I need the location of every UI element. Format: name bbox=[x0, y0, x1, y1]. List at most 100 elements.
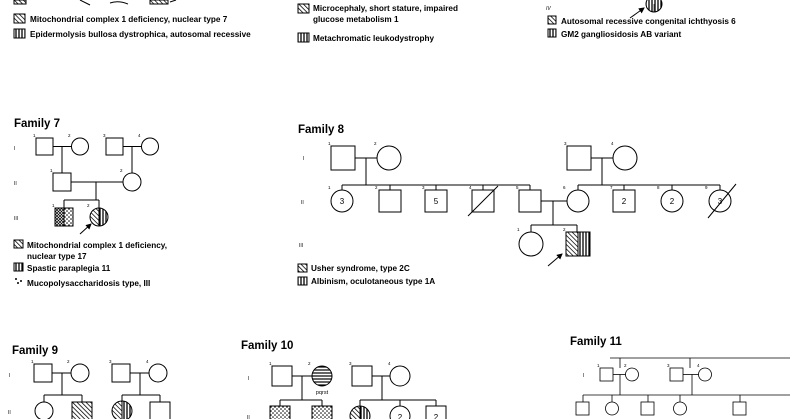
f9-gen-I: I bbox=[9, 373, 10, 379]
f8-proband-arrow bbox=[547, 253, 563, 267]
legend-swatch-vert bbox=[13, 28, 26, 39]
top-right-legend-2: GM2 gangliosidosis AB variant bbox=[561, 30, 682, 39]
top-middle-legend-2: glucose metabolism 1 bbox=[313, 15, 399, 24]
f11-I-2-female bbox=[625, 367, 639, 382]
f11-gen-I: I bbox=[583, 373, 584, 379]
f7-legend-3: Mucopolysaccharidosis type, III bbox=[27, 279, 150, 288]
f7-gen-I: I bbox=[14, 146, 15, 152]
f8-legend-2: Albinism, oculotaneous type 1A bbox=[311, 277, 435, 286]
f7-I-2-female bbox=[71, 137, 89, 156]
f9-I-3-male bbox=[111, 363, 131, 383]
f8-id: 7 bbox=[610, 185, 613, 190]
f11-id: 1 bbox=[597, 363, 600, 368]
f8-II-6-female bbox=[566, 189, 590, 213]
f8-id: 3 bbox=[422, 185, 425, 190]
f7-I-4-female bbox=[141, 137, 159, 156]
f8-II-9-female-deceased bbox=[708, 189, 732, 213]
f8-count: 2 bbox=[622, 197, 627, 206]
f10-individual-label: pqrst bbox=[316, 390, 329, 396]
f8-II-5-male bbox=[518, 189, 542, 213]
f7-gen-III: III bbox=[14, 216, 18, 222]
f8-id: 1 bbox=[328, 141, 331, 146]
f7-id: 2 bbox=[120, 168, 123, 173]
f9-id: 2 bbox=[67, 359, 70, 364]
top-left-legend-2: Epidermolysis bullosa dystrophica, autos… bbox=[30, 30, 251, 39]
f10-II-1-male-affected bbox=[269, 405, 291, 419]
top-left-legend-1: Mitochondrial complex 1 deficiency, nucl… bbox=[30, 15, 228, 24]
f8-count: 5 bbox=[434, 197, 439, 206]
f11-I-4-female bbox=[698, 367, 712, 382]
f8-count: 2 bbox=[670, 197, 675, 206]
f7-I-1-male bbox=[35, 137, 54, 156]
f11-id: 2 bbox=[624, 363, 627, 368]
f8-id: 9 bbox=[705, 185, 708, 190]
f8-I-3-male bbox=[566, 145, 592, 171]
f10-id: 3 bbox=[349, 361, 352, 366]
family-7-pedigree bbox=[13, 137, 159, 284]
family-9-title: Family 9 bbox=[12, 345, 58, 357]
f8-id: 1 bbox=[328, 185, 331, 190]
f8-count: 3 bbox=[340, 197, 345, 206]
f10-gen-II: II bbox=[247, 415, 250, 419]
family-11-title: Family 11 bbox=[570, 336, 622, 348]
f7-II-1-male bbox=[52, 172, 72, 192]
f9-I-1-male bbox=[33, 363, 53, 383]
f10-I-2-female-affected bbox=[311, 365, 333, 387]
family-11-pedigree bbox=[575, 357, 790, 416]
top-right-legend-1: Autosomal recessive congenital ichthyosi… bbox=[561, 17, 736, 26]
f11-I-3-male bbox=[669, 367, 684, 382]
f9-I-2-female bbox=[70, 363, 90, 383]
f10-id: 2 bbox=[308, 361, 311, 366]
f8-I-2-female bbox=[376, 145, 402, 171]
f7-proband-arrow bbox=[79, 223, 92, 235]
f10-I-3-male bbox=[351, 365, 373, 387]
top-right-fragment bbox=[547, 0, 663, 38]
f7-id: 1 bbox=[33, 133, 36, 138]
f8-id: 6 bbox=[563, 185, 566, 190]
top-middle-fragment bbox=[297, 3, 310, 43]
f8-id: 4 bbox=[469, 185, 472, 190]
legend-swatch-vert bbox=[297, 32, 310, 43]
f8-I-4-female bbox=[612, 145, 638, 171]
top-middle-legend-3: Metachromatic leukodystrophy bbox=[313, 34, 434, 43]
legend-swatch-vert bbox=[13, 262, 24, 272]
f7-legend-1: Mitochondrial complex 1 deficiency, bbox=[27, 241, 167, 250]
f8-count: 3 bbox=[718, 197, 723, 206]
f8-gen-II: II bbox=[301, 200, 304, 206]
legend-swatch-diag bbox=[13, 13, 26, 24]
top-left-fragment bbox=[13, 0, 177, 39]
f11-id: 3 bbox=[667, 363, 670, 368]
f10-II-4-female-count bbox=[389, 405, 411, 419]
f7-id: 4 bbox=[138, 133, 141, 138]
legend-swatch-diag bbox=[13, 239, 24, 249]
f7-id: 2 bbox=[87, 203, 90, 208]
legend-swatch-dots bbox=[15, 278, 22, 284]
legend-swatch-diag bbox=[297, 263, 308, 273]
f8-III-1-female bbox=[518, 231, 544, 257]
f7-I-3-male bbox=[105, 137, 124, 156]
f8-id: 2 bbox=[375, 185, 378, 190]
f9-gen-II: II bbox=[8, 410, 11, 416]
f7-id: 1 bbox=[50, 168, 53, 173]
f9-II-1-female bbox=[34, 401, 54, 419]
f8-id: 3 bbox=[564, 141, 567, 146]
f9-II-4-male bbox=[149, 401, 171, 419]
f8-II-7-male-count bbox=[612, 189, 636, 213]
f8-id: 5 bbox=[516, 185, 519, 190]
f8-id: 4 bbox=[611, 141, 614, 146]
f10-gen-I: I bbox=[248, 376, 249, 382]
f9-id: 3 bbox=[109, 359, 112, 364]
f9-id: 4 bbox=[146, 359, 149, 364]
f11-id: 4 bbox=[697, 363, 700, 368]
family-8-pedigree bbox=[297, 145, 737, 286]
f8-gen-III: III bbox=[299, 243, 303, 249]
f8-I-1-male bbox=[330, 145, 356, 171]
family-7-title: Family 7 bbox=[14, 118, 60, 130]
legend-swatch-vert bbox=[297, 276, 308, 286]
f10-II-2-male-affected bbox=[311, 405, 333, 419]
f8-id: 1 bbox=[517, 227, 520, 232]
f8-II-1-female-count bbox=[330, 189, 354, 213]
f7-gen-II: II bbox=[14, 181, 17, 187]
f10-count: 2 bbox=[398, 413, 403, 419]
family-9-pedigree bbox=[33, 363, 171, 419]
